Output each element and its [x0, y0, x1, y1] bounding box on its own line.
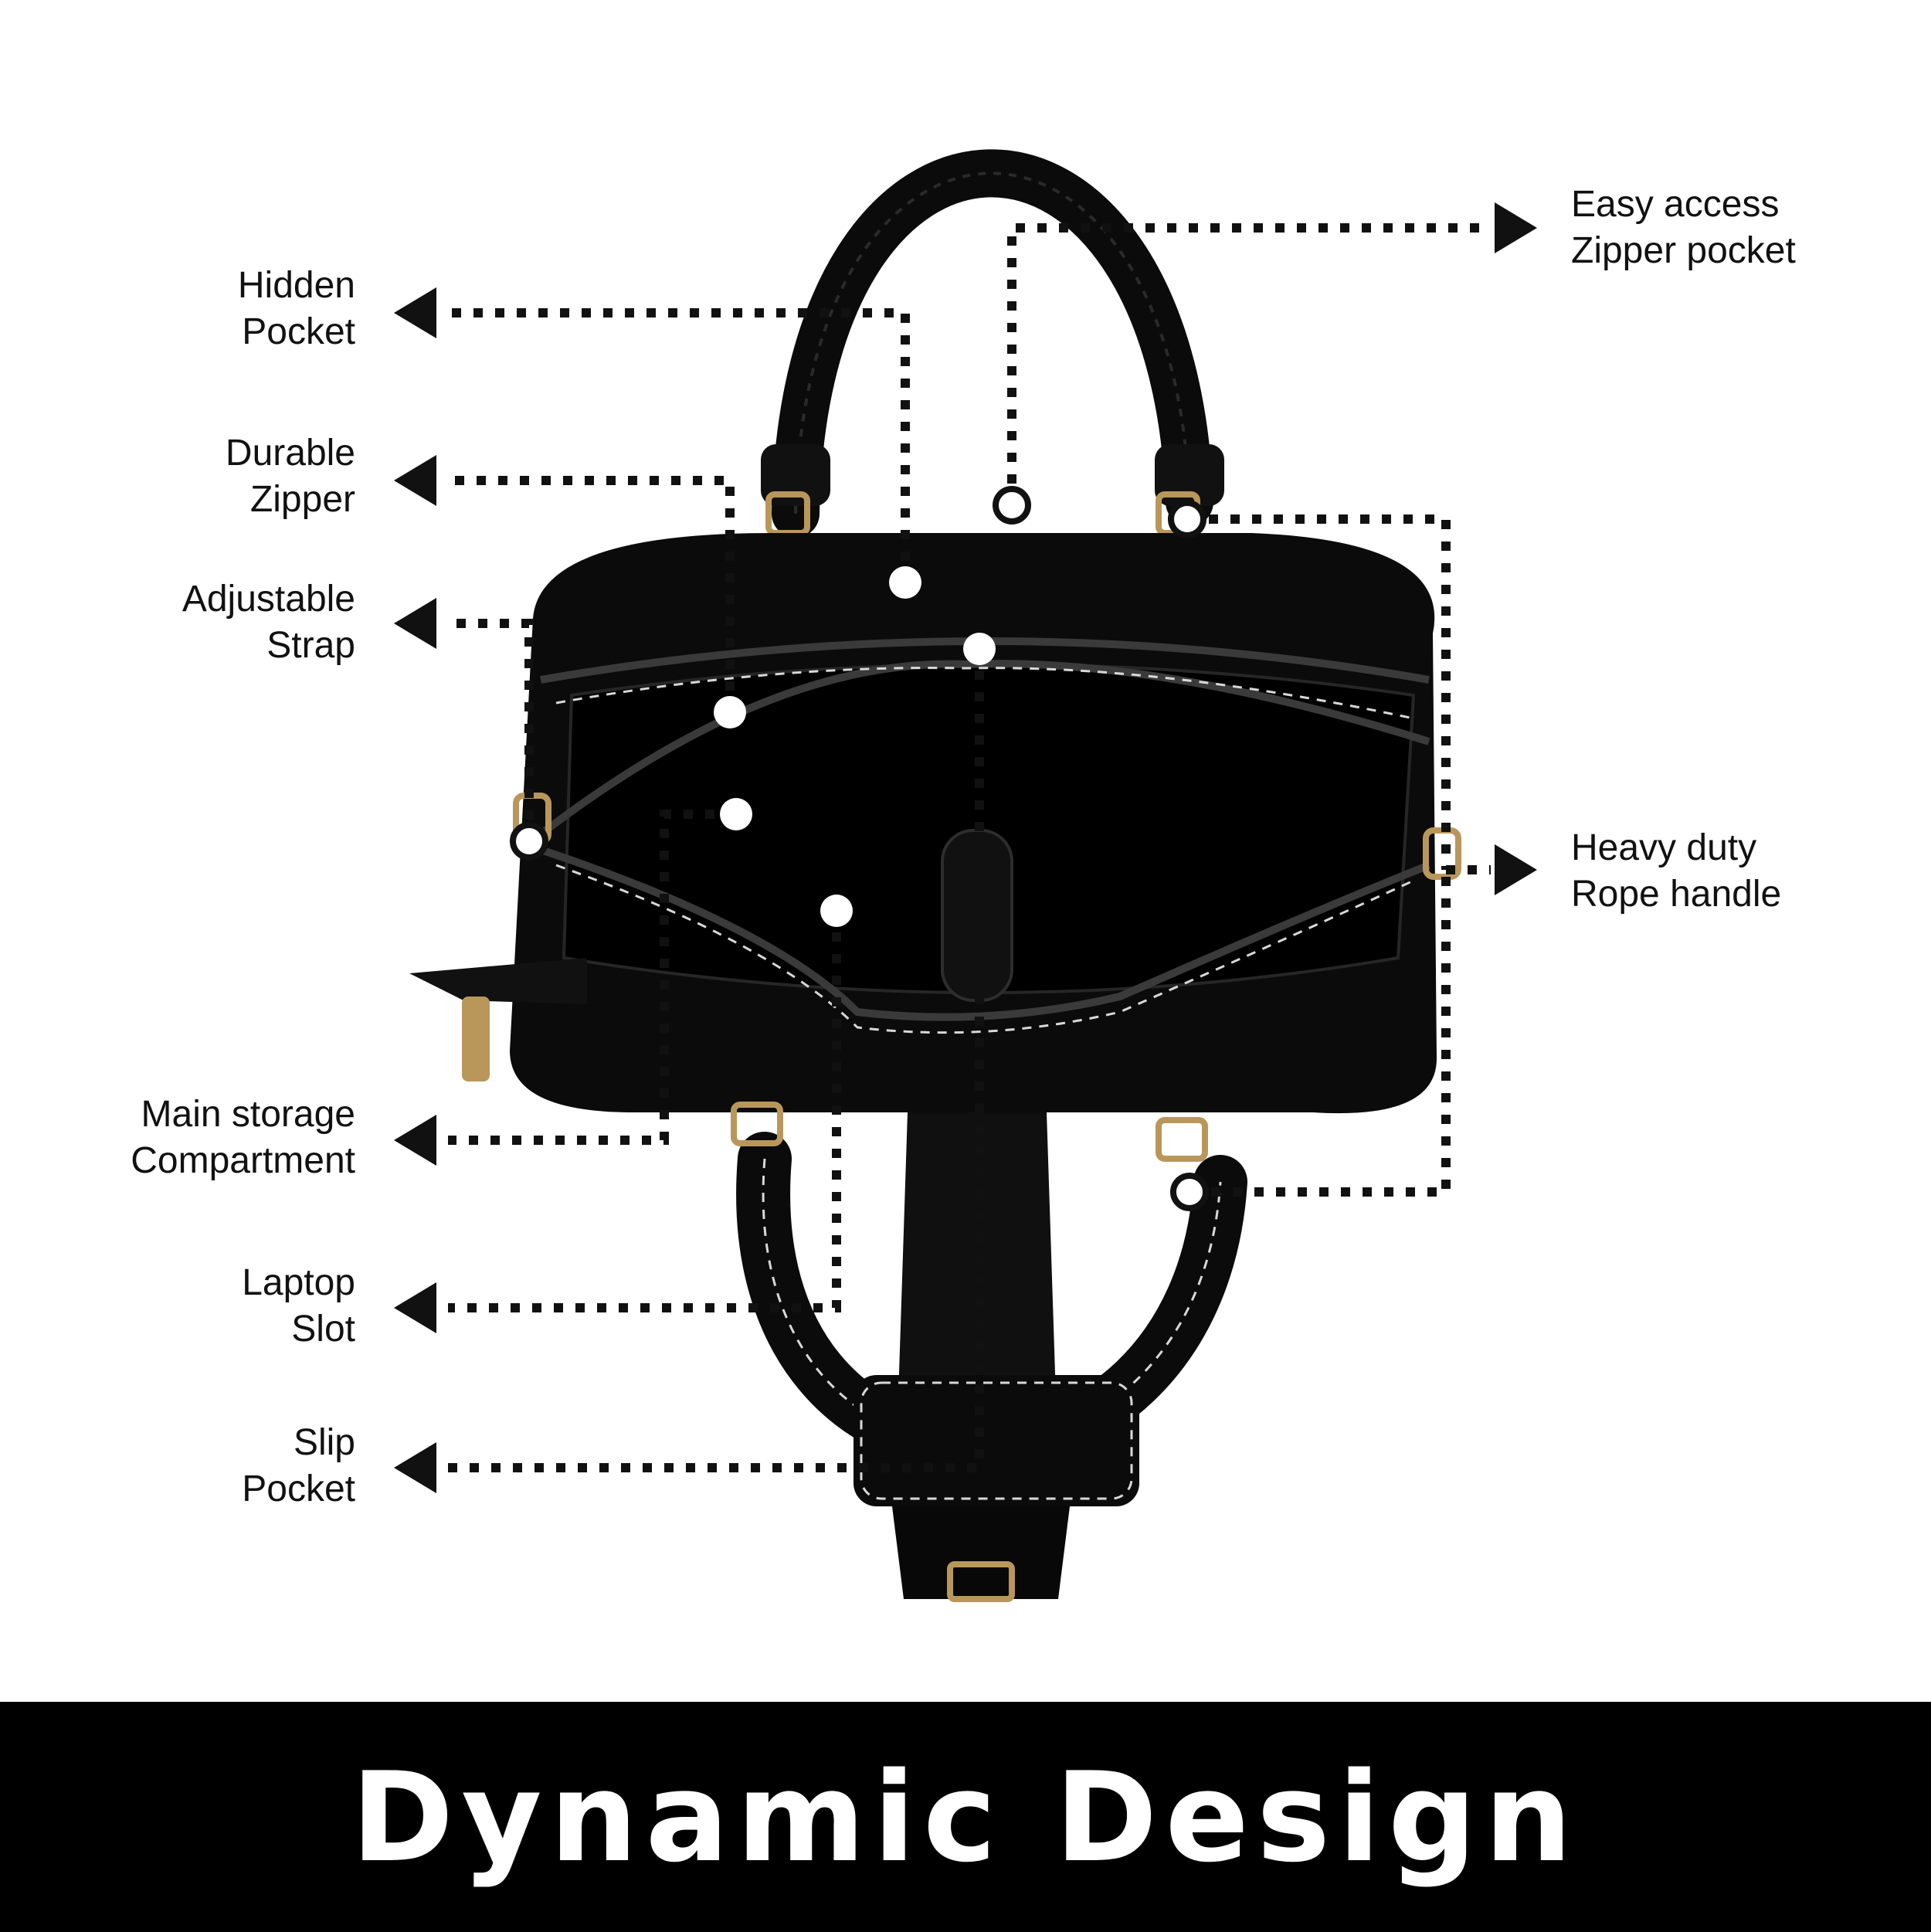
- arrow-hidden-pocket: [394, 287, 436, 338]
- marker-durable-zipper: [714, 696, 746, 728]
- marker-easy-access: [993, 486, 1031, 525]
- marker-rope-handle-top: [1168, 500, 1206, 538]
- arrow-laptop-slot: [394, 1282, 436, 1333]
- zipper-pull: [409, 958, 587, 1004]
- label-durable-zipper: Durable Zipper: [225, 433, 355, 520]
- label-slip-pocket: Slip Pocket: [242, 1422, 355, 1509]
- label-adjustable-strap: Adjustable Strap: [182, 579, 355, 666]
- marker-main-storage: [720, 798, 752, 830]
- marker-slip-pocket: [963, 633, 996, 665]
- zipper-track-2: [538, 660, 1430, 837]
- leader-durable-zipper: [448, 476, 735, 712]
- leader-lines: [448, 223, 1491, 1472]
- strap-sleeve: [854, 1375, 1139, 1506]
- marker-rope-handle-bottom: [1170, 1173, 1209, 1211]
- arrow-adjustable-strap: [394, 598, 436, 649]
- stitch-line-2: [555, 864, 1414, 1034]
- bottom-ring-left: [731, 1102, 783, 1146]
- arrowheads: [394, 202, 1537, 1493]
- handle-tab-left: [761, 444, 830, 506]
- leader-slip-pocket: [448, 649, 984, 1472]
- label-hidden-pocket: Hidden Pocket: [237, 265, 355, 352]
- bottom-ring-right: [1156, 1117, 1208, 1162]
- arrow-main-storage: [394, 1115, 436, 1166]
- strap-buckle: [947, 1561, 1015, 1602]
- handle-tab-right: [1155, 444, 1224, 506]
- leader-adjustable-strap: [448, 619, 534, 841]
- label-rope-handle: Heavy duty Rope handle: [1571, 827, 1782, 915]
- arrow-rope-handle: [1495, 844, 1537, 895]
- label-easy-access: Easy access Zipper pocket: [1571, 184, 1796, 271]
- markers: [510, 486, 1209, 1211]
- arrow-slip-pocket: [394, 1442, 436, 1493]
- marker-hidden-pocket: [889, 566, 921, 599]
- leader-easy-access: [1007, 223, 1491, 505]
- top-handle-stitch: [794, 171, 1191, 514]
- label-main-storage: Main storage Compartment: [131, 1094, 355, 1181]
- strap-sleeve-stitch: [860, 1381, 1133, 1500]
- main-compartment: [562, 663, 1416, 994]
- zipper-track-3: [539, 846, 1430, 1021]
- leader-hidden-pocket: [448, 308, 910, 582]
- marker-laptop-slot: [820, 895, 853, 927]
- marker-adjustable-strap: [510, 822, 548, 861]
- strap-tongue: [892, 1506, 1070, 1599]
- label-laptop-slot: Laptop Slot: [242, 1262, 355, 1350]
- title-banner: Dynamic Design: [0, 1702, 1931, 1932]
- zipper-tag: [462, 997, 490, 1081]
- leader-main-storage: [448, 810, 736, 1145]
- arrow-easy-access: [1495, 202, 1537, 253]
- stitch-line-1: [555, 667, 1414, 720]
- banner-title: Dynamic Design: [351, 1744, 1580, 1890]
- leader-laptop-slot: [448, 911, 841, 1312]
- arrow-durable-zipper: [394, 455, 436, 506]
